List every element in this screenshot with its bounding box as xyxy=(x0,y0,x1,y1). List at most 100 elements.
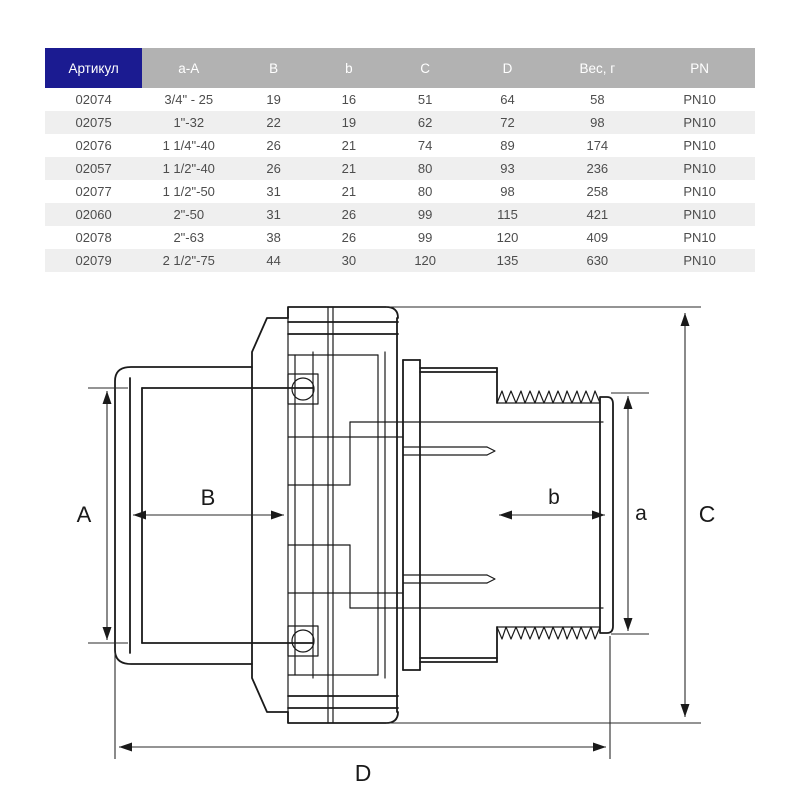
table-cell: 99 xyxy=(385,226,465,249)
table-cell: 31 xyxy=(235,180,312,203)
table-cell: 1 1/2"-40 xyxy=(142,157,236,180)
table-cell: PN10 xyxy=(644,249,755,272)
hex-bore-lines xyxy=(402,446,496,584)
table-cell: 135 xyxy=(464,249,551,272)
table-cell: 19 xyxy=(311,111,386,134)
table-cell: 21 xyxy=(311,157,386,180)
table-cell: 62 xyxy=(385,111,465,134)
table-cell: 99 xyxy=(385,203,465,226)
table-header-row: Артикул a-A B b C D Вес, г PN xyxy=(45,48,755,88)
table-cell: 16 xyxy=(311,88,386,111)
dim-label-A: A xyxy=(77,502,92,527)
table-cell: 2"-63 xyxy=(142,226,236,249)
dimension-a xyxy=(611,392,649,635)
col-header-D: D xyxy=(464,48,551,88)
table-cell: 1 1/2"-50 xyxy=(142,180,236,203)
table-cell: 02076 xyxy=(45,134,143,157)
table-cell: 26 xyxy=(235,157,312,180)
table-cell: 02060 xyxy=(45,203,143,226)
table-cell: 89 xyxy=(464,134,551,157)
table-cell: 02074 xyxy=(45,88,143,111)
table-cell: 02075 xyxy=(45,111,143,134)
table-cell: 30 xyxy=(311,249,386,272)
male-thread xyxy=(496,390,601,640)
o-ring-seals xyxy=(287,373,319,657)
table-cell: 258 xyxy=(550,180,645,203)
table-cell: 2"-50 xyxy=(142,203,236,226)
table-cell: 93 xyxy=(464,157,551,180)
dimension-C xyxy=(386,306,701,724)
table-cell: 1 1/4"-40 xyxy=(142,134,236,157)
table-cell: PN10 xyxy=(644,134,755,157)
table-cell: 02079 xyxy=(45,249,143,272)
dim-label-D: D xyxy=(355,760,372,786)
table-cell: 630 xyxy=(550,249,645,272)
dim-label-a: a xyxy=(635,502,647,525)
table-cell: 120 xyxy=(464,226,551,249)
table-cell: PN10 xyxy=(644,111,755,134)
end-collar xyxy=(599,396,614,634)
dim-label-b: b xyxy=(548,486,560,509)
table-cell: 31 xyxy=(235,203,312,226)
table-cell: 80 xyxy=(385,157,465,180)
table-cell: 2 1/2"-75 xyxy=(142,249,236,272)
table-cell: 02077 xyxy=(45,180,143,203)
table-cell: 02078 xyxy=(45,226,143,249)
table-cell: 44 xyxy=(235,249,312,272)
insert-cartridge xyxy=(287,306,604,724)
table-cell: 58 xyxy=(550,88,645,111)
table-cell: 236 xyxy=(550,157,645,180)
table-cell: 174 xyxy=(550,134,645,157)
table-cell: 38 xyxy=(235,226,312,249)
table-cell: 120 xyxy=(385,249,465,272)
table-cell: PN10 xyxy=(644,203,755,226)
table-cell: 3/4" - 25 xyxy=(142,88,236,111)
table-cell: 51 xyxy=(385,88,465,111)
col-header-weight: Вес, г xyxy=(550,48,645,88)
table-cell: 26 xyxy=(235,134,312,157)
table-cell: 409 xyxy=(550,226,645,249)
table-cell: 115 xyxy=(464,203,551,226)
col-header-a-A: a-A xyxy=(142,48,236,88)
table-cell: 22 xyxy=(235,111,312,134)
table-cell: 64 xyxy=(464,88,551,111)
table-cell: PN10 xyxy=(644,88,755,111)
table-cell: 98 xyxy=(464,180,551,203)
table-cell: 80 xyxy=(385,180,465,203)
table-cell: 74 xyxy=(385,134,465,157)
col-header-B: B xyxy=(235,48,312,88)
male-adapter xyxy=(402,359,498,671)
table-cell: PN10 xyxy=(644,226,755,249)
table-cell: 72 xyxy=(464,111,551,134)
table-cell: 98 xyxy=(550,111,645,134)
table-cell: 21 xyxy=(311,180,386,203)
col-header-C: C xyxy=(385,48,465,88)
dimension-D xyxy=(114,636,611,759)
dim-label-B: B xyxy=(201,485,216,510)
table-cell: PN10 xyxy=(644,157,755,180)
col-header-PN: PN xyxy=(644,48,755,88)
table-cell: 26 xyxy=(311,203,386,226)
table-cell: 26 xyxy=(311,226,386,249)
dim-label-C: C xyxy=(699,501,716,527)
table-cell: 21 xyxy=(311,134,386,157)
table-cell: 1"-32 xyxy=(142,111,236,134)
table-cell: 19 xyxy=(235,88,312,111)
table-cell: 02057 xyxy=(45,157,143,180)
table-cell: 421 xyxy=(550,203,645,226)
dimension-A xyxy=(88,387,128,644)
table-cell: PN10 xyxy=(644,180,755,203)
col-header-artikul: Артикул xyxy=(45,48,143,88)
